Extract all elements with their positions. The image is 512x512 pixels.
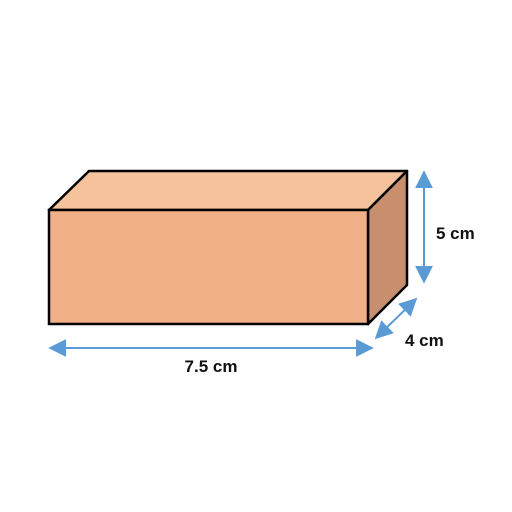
depth-arrow <box>374 297 418 340</box>
length-label: 7.5 cm <box>185 357 238 376</box>
cuboid-top-face <box>47 169 409 212</box>
depth-label: 4 cm <box>405 331 444 350</box>
dimension-labels: 5 cm 4 cm 7.5 cm <box>185 224 475 376</box>
cuboid <box>47 169 409 326</box>
cuboid-front-face <box>47 208 370 326</box>
dimension-arrows <box>48 170 433 357</box>
height-label: 5 cm <box>436 224 475 243</box>
